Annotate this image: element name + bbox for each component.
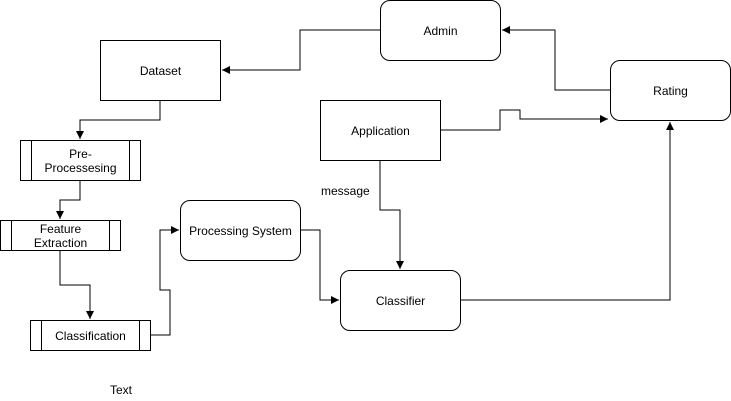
node-classifier: Classifier bbox=[340, 270, 461, 331]
edge-admin-to-dataset bbox=[222, 29, 380, 74]
node-admin: Admin bbox=[380, 0, 501, 61]
node-classification: Classification bbox=[30, 320, 151, 351]
edge-processing-system-to-classifier bbox=[300, 229, 339, 304]
node-feature-extraction-label: Feature Extraction bbox=[33, 221, 88, 250]
edge-rating-to-admin bbox=[502, 26, 610, 91]
edge-application-to-rating bbox=[440, 109, 608, 131]
edge-preprocessing-to-feature-extraction bbox=[56, 180, 81, 219]
edge-feature-extraction-to-classification bbox=[59, 250, 94, 319]
node-preprocessing: Pre-Processesing bbox=[20, 140, 141, 181]
node-classification-label: Classification bbox=[55, 328, 126, 343]
node-application: Application bbox=[320, 100, 441, 161]
node-classifier-label: Classifier bbox=[375, 293, 426, 308]
edge-application-to-classifier bbox=[379, 160, 404, 269]
edge-dataset-to-preprocessing bbox=[76, 100, 161, 139]
node-admin-label: Admin bbox=[423, 23, 458, 38]
edge-classification-to-processing-system bbox=[150, 226, 179, 336]
node-application-label: Application bbox=[351, 123, 410, 138]
free-text-label: Text bbox=[110, 383, 133, 397]
node-rating: Rating bbox=[610, 60, 731, 121]
edge-classifier-to-rating bbox=[460, 122, 674, 301]
node-feature-extraction: Feature Extraction bbox=[0, 220, 121, 251]
node-rating-label: Rating bbox=[653, 83, 688, 98]
node-preprocessing-label: Pre-Processesing bbox=[44, 146, 117, 175]
node-processing-system: Processing System bbox=[180, 200, 301, 261]
node-dataset-label: Dataset bbox=[139, 63, 182, 78]
edge-label-message: message bbox=[321, 184, 370, 198]
node-dataset: Dataset bbox=[100, 40, 221, 101]
node-processing-system-label: Processing System bbox=[189, 223, 292, 238]
